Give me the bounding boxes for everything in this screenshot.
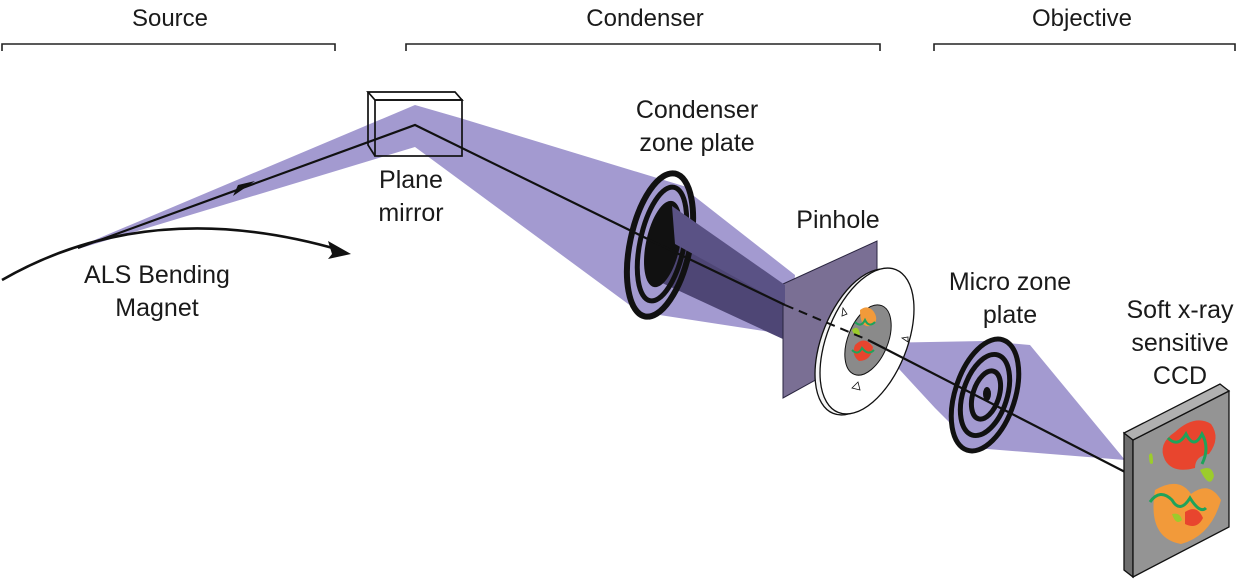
bending-magnet-arrow-icon [328, 241, 351, 259]
mirror-label-line-2: mirror [378, 199, 443, 227]
section-source-bracket [1, 43, 336, 51]
label-source: ALS Bending Magnet [84, 261, 230, 322]
ccd-label-line-1: Soft x-ray [1127, 296, 1234, 324]
ccd-detector [1122, 383, 1231, 579]
mirror-label-line-1: Plane [379, 166, 443, 194]
condenser-label-line-2: zone plate [639, 129, 754, 157]
plane-mirror [366, 91, 464, 157]
beam-source-to-mirror [78, 105, 415, 249]
micro-label-line-1: Micro zone [949, 268, 1071, 296]
section-condenser: Condenser [405, 5, 881, 51]
ray-to-ccd [867, 339, 1128, 474]
micro-label-line-2: plate [983, 301, 1037, 329]
condenser-label-line-1: Condenser [636, 96, 758, 124]
label-condenser-zone-plate: Condenser zone plate [636, 96, 758, 157]
label-micro-zone-plate: Micro zone plate [949, 268, 1071, 329]
source-label-line-1: ALS Bending [84, 261, 230, 289]
label-pinhole: Pinhole [796, 206, 879, 234]
ccd-label-line-3: CCD [1153, 362, 1207, 390]
optical-axis-ray [77, 123, 661, 250]
label-ccd: Soft x-ray sensitive CCD [1127, 296, 1234, 390]
section-source: Source [1, 5, 336, 51]
pinhole-label: Pinhole [796, 206, 879, 234]
section-objective: Objective [933, 5, 1236, 51]
section-condenser-bracket [405, 43, 881, 51]
ray-through-pinhole [784, 304, 869, 341]
section-source-label: Source [132, 5, 208, 32]
beam-cone-face [672, 206, 785, 305]
ray-condenser-to-pinhole [659, 244, 786, 306]
pinhole-sample-holder [814, 267, 915, 416]
micro-zone-plate [948, 336, 1022, 454]
section-condenser-label: Condenser [586, 5, 703, 32]
bending-magnet-path [1, 227, 341, 282]
source-label-line-2: Magnet [115, 294, 198, 322]
section-objective-label: Objective [1032, 5, 1132, 32]
ccd-label-line-2: sensitive [1131, 329, 1228, 357]
section-objective-bracket [933, 43, 1236, 51]
ray-arrow-icon [233, 181, 255, 196]
label-mirror: Plane mirror [378, 166, 443, 227]
